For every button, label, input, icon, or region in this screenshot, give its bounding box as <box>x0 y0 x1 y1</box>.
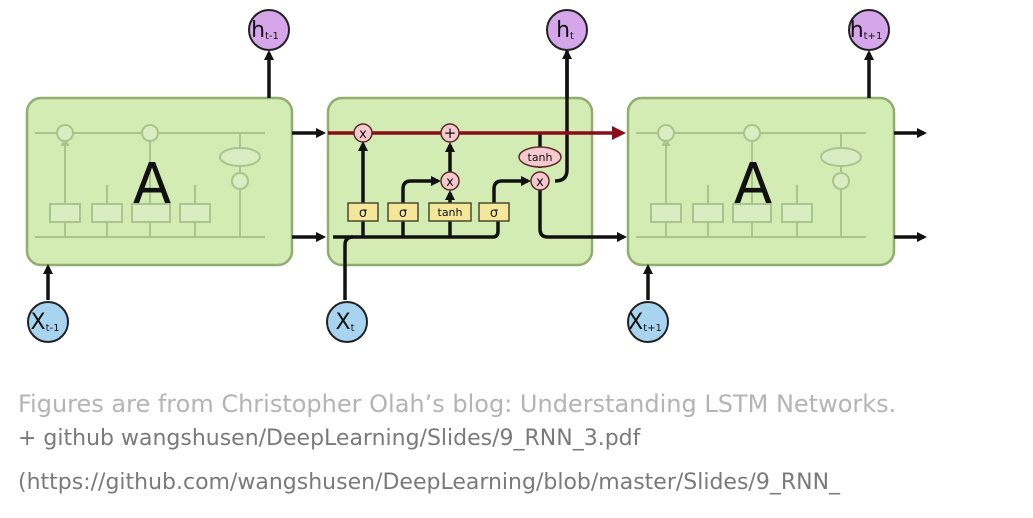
gate-candidate: tanh <box>428 202 472 222</box>
svg-text:σ: σ <box>399 206 407 221</box>
svg-text:Xt: Xt <box>336 310 355 335</box>
output-node-h-t-minus-1: ht-1 <box>248 9 290 51</box>
svg-text:+: + <box>444 124 457 142</box>
lstm-chain-diagram: A <box>25 9 927 343</box>
pointwise-input-mult: x <box>440 171 460 191</box>
svg-text:ht-1: ht-1 <box>251 18 279 43</box>
lstm-cell-right: A <box>626 50 927 300</box>
lstm-cell-left: A <box>25 50 326 300</box>
internal-flow <box>333 18 627 300</box>
svg-text:x: x <box>359 127 367 142</box>
faded-internals-left <box>35 124 265 238</box>
caption-source-credit: Figures are from Christopher Olah’s blog… <box>18 390 897 418</box>
faded-internals-right <box>636 124 866 238</box>
svg-text:Xt-1: Xt-1 <box>31 310 60 335</box>
pointwise-add: + <box>440 123 460 143</box>
caption-github-url[interactable]: (https://github.com/wangshusen/DeepLearn… <box>18 470 841 495</box>
svg-text:tanh: tanh <box>438 206 463 219</box>
input-node-x-t-plus-1: Xt+1 <box>627 301 669 343</box>
cell-label-right: A <box>734 152 772 217</box>
svg-text:tanh: tanh <box>528 151 553 164</box>
caption-github-reference: + github wangshusen/DeepLearning/Slides/… <box>18 426 641 451</box>
svg-text:x: x <box>446 175 454 190</box>
output-node-h-t-plus-1: ht+1 <box>848 9 890 51</box>
gate-forget: σ <box>347 202 379 222</box>
gate-output: σ <box>478 202 510 222</box>
input-node-x-t: Xt <box>326 301 368 343</box>
svg-text:ht: ht <box>556 18 574 43</box>
output-node-h-t: ht <box>546 9 588 51</box>
svg-text:ht+1: ht+1 <box>850 18 883 43</box>
svg-text:Xt+1: Xt+1 <box>628 310 662 335</box>
pointwise-output-tanh: tanh <box>518 146 562 168</box>
lstm-cell-middle: x + x tanh x σ σ tanh <box>326 18 627 300</box>
svg-text:x: x <box>536 175 544 190</box>
cell-label-left: A <box>133 152 171 217</box>
pointwise-output-mult: x <box>530 171 550 191</box>
input-node-x-t-minus-1: Xt-1 <box>27 301 69 343</box>
gate-input: σ <box>387 202 419 222</box>
svg-text:σ: σ <box>359 206 367 221</box>
svg-text:σ: σ <box>490 206 498 221</box>
pointwise-forget-mult: x <box>353 123 373 143</box>
